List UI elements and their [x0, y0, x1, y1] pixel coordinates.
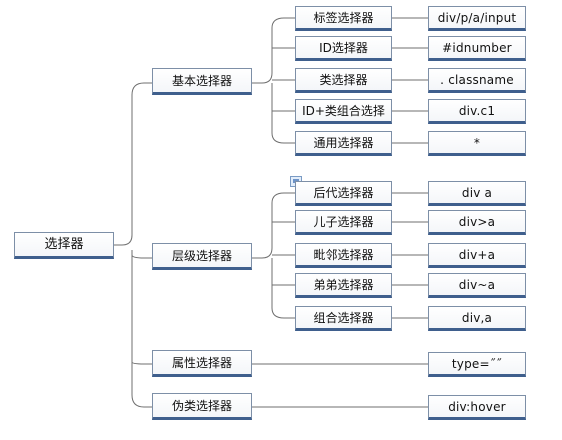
connector-basic — [252, 17, 295, 144]
hier-group-value[interactable]: div,a — [428, 306, 526, 331]
basic-tag-value-text: div/p/a/input — [437, 10, 517, 25]
group-attribute-label: 属性选择器 — [171, 355, 232, 370]
connector-root — [114, 82, 152, 408]
hier-adjacent-value-text: div+a — [458, 247, 496, 262]
hier-group-label: 组合选择器 — [313, 310, 374, 325]
hier-descendant-label: 后代选择器 — [313, 185, 374, 200]
group-hierarchy[interactable]: 层级选择器 — [152, 243, 252, 270]
hier-adjacent-value[interactable]: div+a — [428, 243, 526, 268]
hier-child-label: 儿子选择器 — [313, 214, 374, 229]
hier-descendant-value-text: div a — [461, 185, 493, 200]
attribute-value[interactable]: type=˝˝ — [428, 352, 526, 377]
group-basic[interactable]: 基本选择器 — [152, 68, 252, 95]
group-basic-label: 基本选择器 — [171, 73, 232, 88]
hier-child-value[interactable]: div>a — [428, 210, 526, 235]
basic-id-class-label: ID+类组合选择 — [302, 103, 385, 118]
hier-sibling-value-text: div~a — [458, 277, 496, 292]
hier-adjacent-label: 毗邻选择器 — [313, 247, 374, 262]
basic-class-value-text: . classname — [440, 72, 514, 87]
group-hierarchy-label: 层级选择器 — [171, 248, 232, 263]
basic-id-value[interactable]: #idnumber — [428, 36, 526, 61]
connector-hierarchy-values — [392, 192, 428, 319]
hier-adjacent-selector[interactable]: 毗邻选择器 — [295, 243, 392, 268]
root-node[interactable]: 选择器 — [14, 232, 114, 259]
connector-basic-values — [392, 17, 428, 144]
group-attribute[interactable]: 属性选择器 — [152, 350, 252, 377]
hier-group-selector[interactable]: 组合选择器 — [295, 306, 392, 331]
basic-universal-value[interactable]: * — [428, 131, 526, 156]
attribute-value-text: type=˝˝ — [451, 356, 503, 371]
pseudo-value-text: div:hover — [448, 399, 506, 414]
basic-class-selector[interactable]: 类选择器 — [295, 68, 392, 93]
hier-sibling-value[interactable]: div~a — [428, 273, 526, 298]
hier-descendant-value[interactable]: div a — [428, 181, 526, 206]
hier-child-value-text: div>a — [458, 214, 496, 229]
basic-class-label: 类选择器 — [319, 72, 368, 87]
basic-tag-label: 标签选择器 — [313, 10, 374, 25]
hier-sibling-label: 弟弟选择器 — [313, 277, 374, 292]
hier-group-value-text: div,a — [461, 310, 493, 325]
basic-id-value-text: #idnumber — [442, 40, 512, 55]
basic-universal-label: 通用选择器 — [313, 135, 374, 150]
connector-hierarchy — [252, 192, 295, 319]
basic-id-selector[interactable]: ID选择器 — [295, 36, 392, 61]
basic-id-class-selector[interactable]: ID+类组合选择 — [295, 99, 392, 124]
hier-descendant-selector[interactable]: 后代选择器 — [295, 181, 392, 206]
basic-id-class-value[interactable]: div.c1 — [428, 99, 526, 124]
basic-id-label: ID选择器 — [319, 40, 368, 55]
root-label: 选择器 — [44, 237, 84, 252]
hier-child-selector[interactable]: 儿子选择器 — [295, 210, 392, 235]
hier-sibling-selector[interactable]: 弟弟选择器 — [295, 273, 392, 298]
basic-id-class-value-text: div.c1 — [458, 103, 496, 118]
basic-class-value[interactable]: . classname — [428, 68, 526, 93]
group-pseudo[interactable]: 伪类选择器 — [152, 393, 252, 420]
pseudo-value[interactable]: div:hover — [428, 395, 526, 420]
basic-universal-selector[interactable]: 通用选择器 — [295, 131, 392, 156]
group-pseudo-label: 伪类选择器 — [171, 398, 232, 413]
basic-tag-selector[interactable]: 标签选择器 — [295, 6, 392, 31]
basic-tag-value[interactable]: div/p/a/input — [428, 6, 526, 31]
basic-universal-value-text: * — [473, 135, 481, 150]
